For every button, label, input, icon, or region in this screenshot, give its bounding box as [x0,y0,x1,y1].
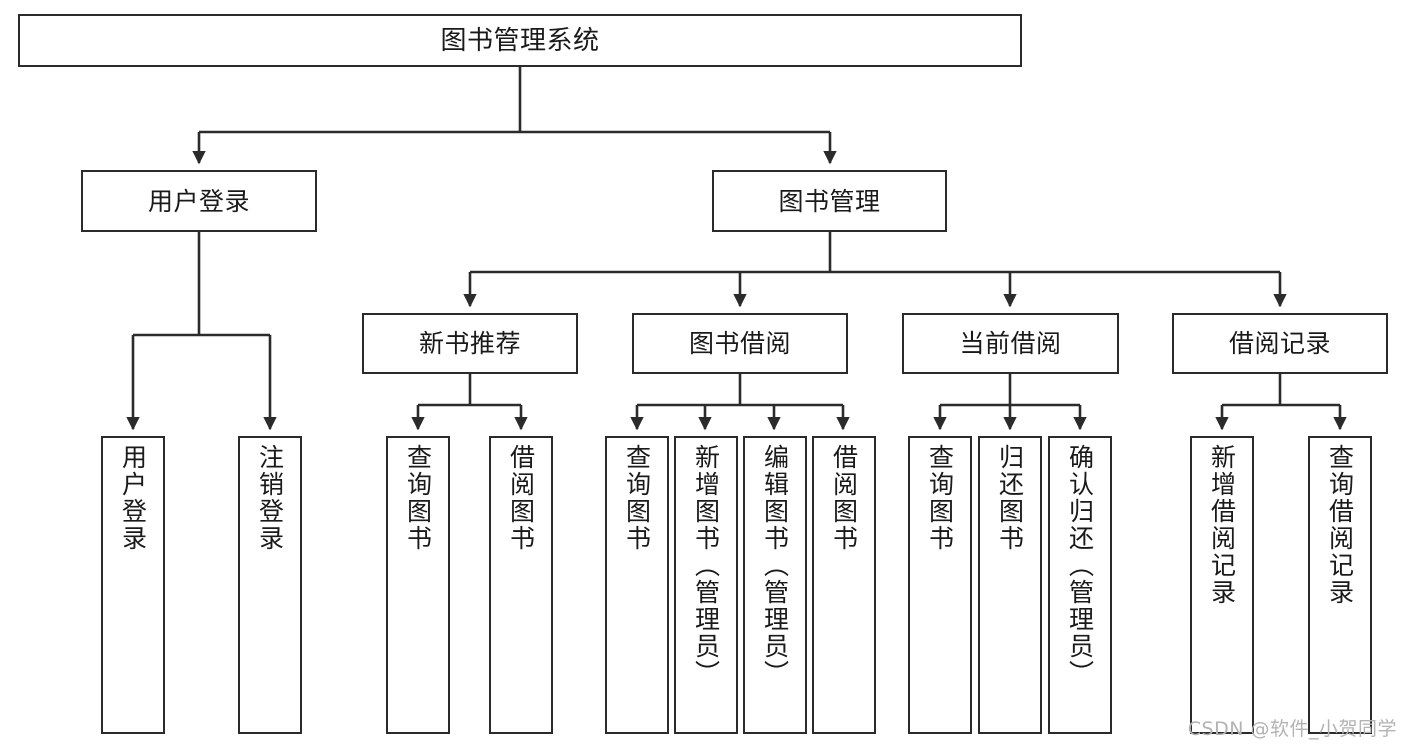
leaf-new-book-borrow-book[interactable]: 借阅图书 [489,436,553,734]
node-book-borrow-label: 图书借阅 [688,329,791,358]
leaf-borrow-record-query-record-label: 查询借阅记录 [1325,444,1355,606]
leaf-borrow-record-add-record[interactable]: 新增借阅记录 [1190,436,1254,734]
node-borrow-record[interactable]: 借阅记录 [1172,313,1388,374]
leaf-user-login-login[interactable]: 用户登录 [101,436,165,734]
leaf-book-borrow-edit-book[interactable]: 编辑图书（管理员） [743,436,807,734]
leaf-new-book-query-book[interactable]: 查询图书 [386,436,450,734]
leaf-current-borrow-return-book[interactable]: 归还图书 [978,436,1042,734]
leaf-user-login-logout-label: 注销登录 [255,444,285,552]
node-borrow-record-label: 借阅记录 [1228,329,1331,358]
node-current-borrow[interactable]: 当前借阅 [902,313,1119,374]
leaf-book-borrow-borrow-book[interactable]: 借阅图书 [812,436,876,734]
leaf-current-borrow-return-book-label: 归还图书 [995,444,1025,552]
node-root-book-management-system[interactable]: 图书管理系统 [18,14,1022,67]
leaf-new-book-query-book-label: 查询图书 [403,444,433,552]
leaf-user-login-logout[interactable]: 注销登录 [238,436,302,734]
leaf-book-borrow-edit-book-label: 编辑图书（管理员） [760,444,790,687]
leaf-book-borrow-add-book[interactable]: 新增图书（管理员） [674,436,738,734]
node-root-label: 图书管理系统 [440,25,600,56]
leaf-borrow-record-add-record-label: 新增借阅记录 [1207,444,1237,606]
leaf-borrow-record-query-record[interactable]: 查询借阅记录 [1308,436,1372,734]
node-new-book-recommend[interactable]: 新书推荐 [362,313,578,374]
leaf-current-borrow-confirm-return[interactable]: 确认归还（管理员） [1048,436,1112,734]
leaf-current-borrow-query-book[interactable]: 查询图书 [908,436,972,734]
node-book-management[interactable]: 图书管理 [712,170,947,232]
leaf-book-borrow-query-book-label: 查询图书 [622,444,652,552]
csdn-watermark: CSDN @软件_小贺同学 [1187,718,1397,740]
leaf-book-borrow-query-book[interactable]: 查询图书 [605,436,669,734]
leaf-book-borrow-add-book-label: 新增图书（管理员） [691,444,721,687]
leaf-current-borrow-confirm-return-label: 确认归还（管理员） [1065,444,1095,687]
node-user-login-label: 用户登录 [147,186,250,216]
node-book-management-label: 图书管理 [778,186,881,216]
leaf-book-borrow-borrow-book-label: 借阅图书 [829,444,859,552]
node-user-login[interactable]: 用户登录 [81,170,317,232]
node-book-borrow[interactable]: 图书借阅 [632,313,848,374]
leaf-current-borrow-query-book-label: 查询图书 [925,444,955,552]
leaf-new-book-borrow-book-label: 借阅图书 [506,444,536,552]
node-current-borrow-label: 当前借阅 [959,329,1062,358]
node-new-book-recommend-label: 新书推荐 [418,329,521,358]
leaf-user-login-login-label: 用户登录 [118,444,148,552]
